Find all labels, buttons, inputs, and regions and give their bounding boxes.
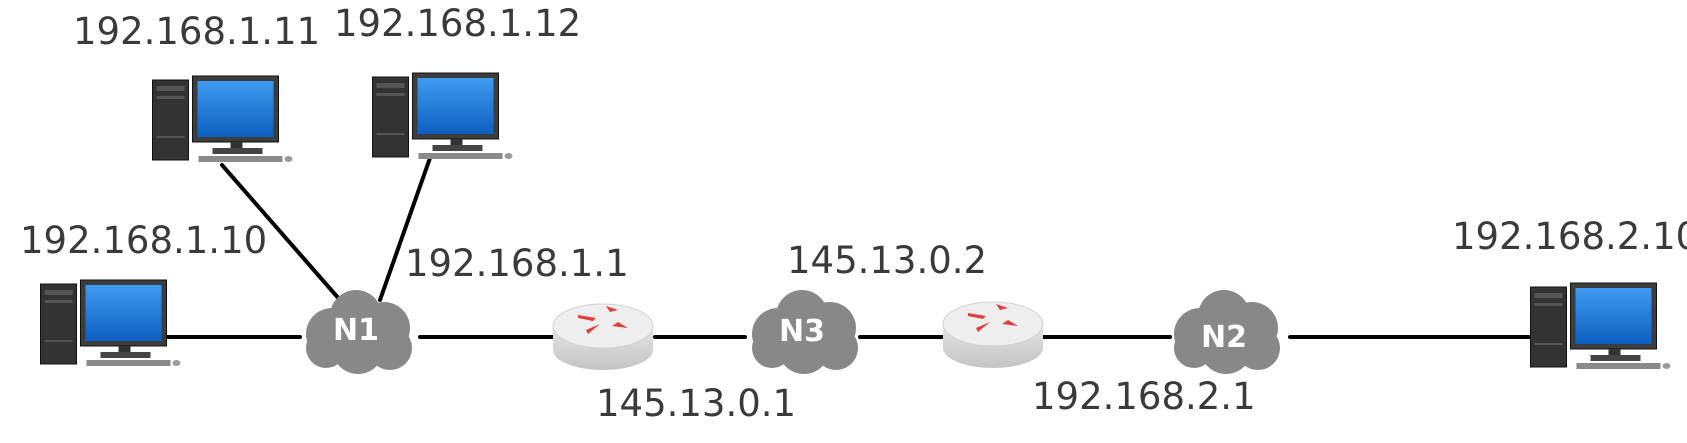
host-ip-h2: 192.168.1.12	[334, 2, 582, 45]
computer-icon-h4[interactable]	[1529, 282, 1672, 370]
links	[160, 156, 1542, 339]
computer-icon-h3[interactable]	[39, 279, 182, 367]
router-ip-r2-top: 145.13.0.2	[787, 239, 988, 282]
router-ip-r2-bottom: 192.168.2.1	[1032, 375, 1256, 418]
network-label-n3: N3	[779, 314, 825, 349]
network-label-n2: N2	[1201, 320, 1247, 355]
computer-icon-h2[interactable]	[371, 72, 514, 160]
network-label-n1: N1	[333, 313, 379, 348]
computer-icon-h1[interactable]	[151, 75, 294, 163]
host-ip-h1: 192.168.1.11	[73, 10, 321, 53]
router-icon-r1[interactable]	[552, 303, 654, 371]
host-ip-h4: 192.168.2.10	[1452, 215, 1687, 258]
link-h1-n1	[220, 163, 342, 302]
router-ip-r1-bottom: 145.13.0.1	[596, 382, 797, 425]
router-ip-r1-top: 192.168.1.1	[405, 242, 629, 285]
router-icon-r2[interactable]	[942, 301, 1044, 369]
host-ip-h3: 192.168.1.10	[20, 219, 268, 262]
link-h2-n1	[378, 156, 432, 302]
